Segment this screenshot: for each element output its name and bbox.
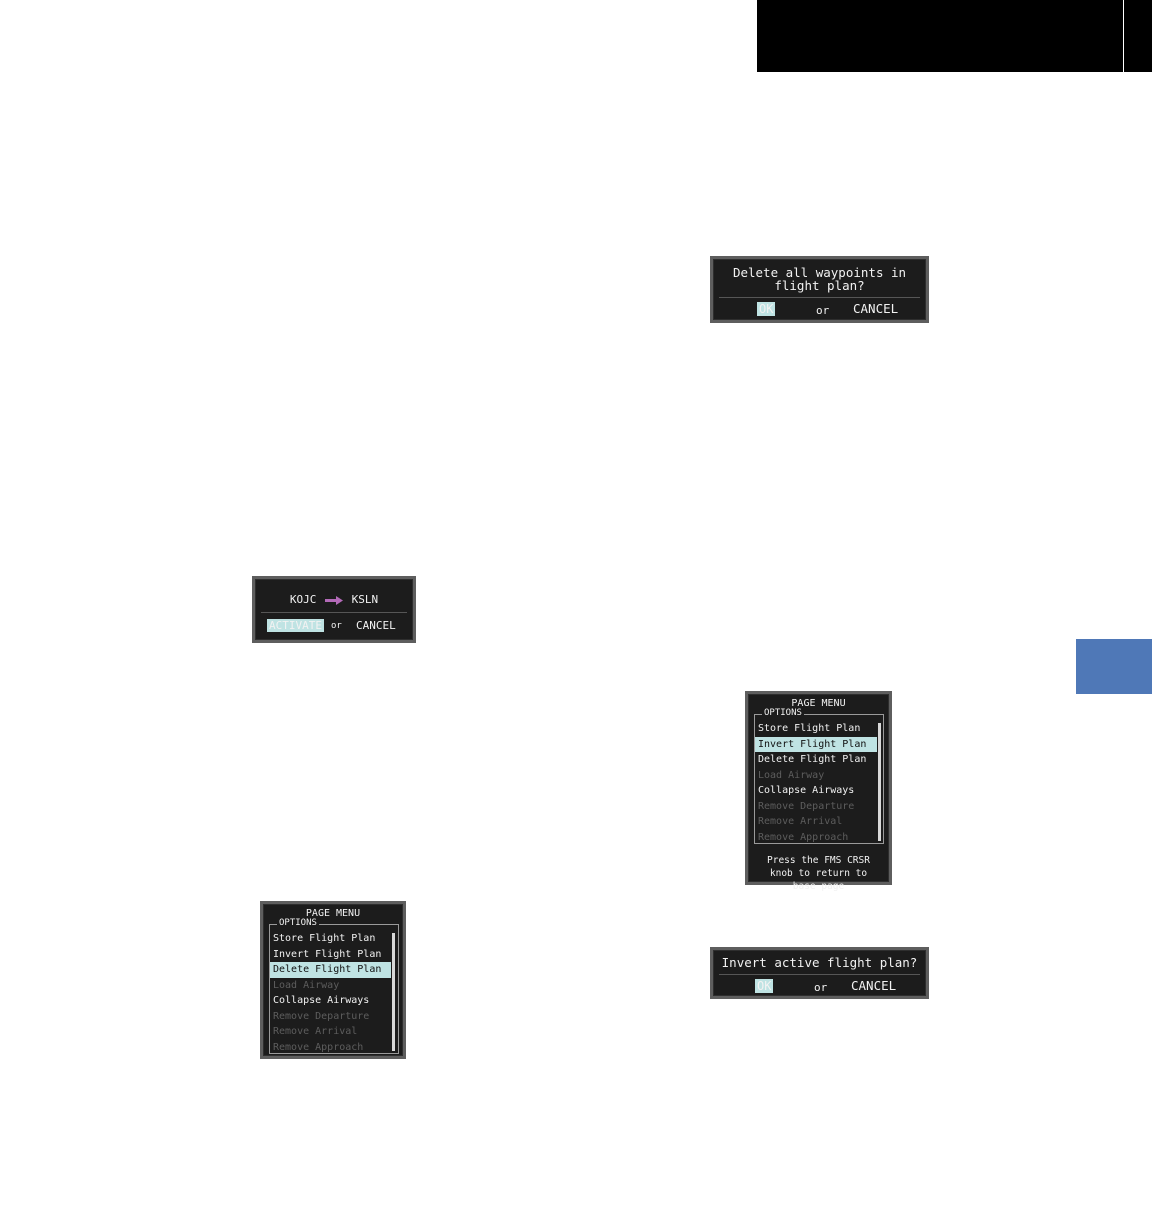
menu-title: PAGE MENU [305,908,361,919]
menu-item: Load Airway [273,979,340,991]
options-frame [754,714,884,844]
scrollbar[interactable] [878,723,881,841]
options-label: OPTIONS [277,918,319,928]
menu-item: Remove Departure [758,800,855,812]
menu-item[interactable]: Store Flight Plan [273,933,376,944]
menu-item[interactable]: Collapse Airways [758,785,855,796]
cancel-button[interactable]: CANCEL [356,619,396,632]
route-arrow-icon [325,595,343,605]
menu-item[interactable]: Invert Flight Plan [755,736,877,752]
destination-airport: KSLN [351,593,379,606]
or-label: or [816,304,830,317]
dialog-divider [261,612,407,613]
header-divider [1123,0,1124,72]
menu-item: Remove Arrival [758,816,843,827]
menu-item: Remove Arrival [273,1026,358,1037]
or-label: or [331,621,342,631]
dialog-divider [719,297,920,298]
menu-item: Load Airway [758,769,825,781]
header-block [757,0,1152,72]
activate-flight-plan-dialog: KOJC KSLN ACTIVATE or CANCEL [252,576,416,643]
menu-item: Remove Approach [758,831,849,843]
menu-item[interactable]: Invert Flight Plan [273,948,382,960]
cancel-button[interactable]: CANCEL [851,978,897,993]
scrollbar[interactable] [392,933,395,1051]
activate-button[interactable]: ACTIVATE [267,619,324,632]
menu-item[interactable]: Delete Flight Plan [270,962,391,978]
menu-item[interactable]: Store Flight Plan [758,723,861,734]
dialog-message: Delete all waypoints in flight plan? [732,265,907,293]
menu-item[interactable]: Collapse Airways [273,995,370,1006]
menu-title: PAGE MENU [791,698,846,709]
menu-item: Remove Departure [273,1010,370,1022]
menu-hint: Press the FMS CRSR knob to return to bas… [767,855,870,892]
options-label: OPTIONS [762,708,804,718]
section-tab [1076,639,1152,694]
delete-waypoints-dialog: Delete all waypoints in flight plan? OK … [710,256,929,323]
invert-flight-plan-dialog: Invert active flight plan? OK or CANCEL [710,947,929,999]
menu-item[interactable]: Delete Flight Plan [758,754,867,765]
route-line: KOJC KSLN [255,593,413,606]
origin-airport: KOJC [289,593,317,606]
ok-button[interactable]: OK [755,979,774,993]
menu-item: Remove Approach [273,1041,364,1053]
dialog-message: Invert active flight plan? [721,955,918,970]
ok-button[interactable]: OK [757,302,776,316]
dialog-divider [719,974,920,975]
options-frame [269,924,399,1054]
or-label: or [814,981,828,994]
cancel-button[interactable]: CANCEL [853,301,899,316]
